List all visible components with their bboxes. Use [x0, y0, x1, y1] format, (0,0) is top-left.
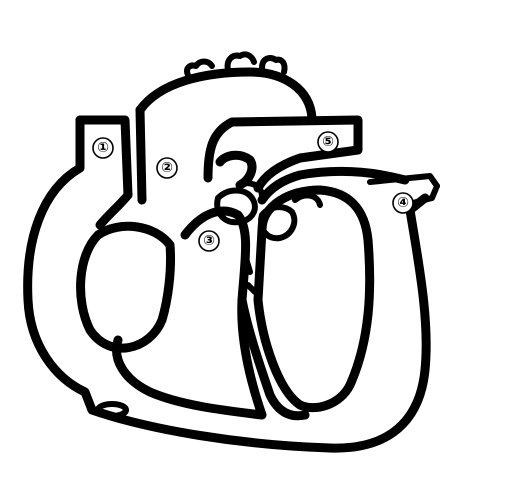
- callout-2-text: ②: [161, 160, 173, 176]
- aortic-valve: [295, 195, 320, 205]
- callout-3-text: ③: [203, 233, 215, 249]
- callout-5: ⑤: [318, 132, 338, 152]
- right-atrium-chamber: [81, 226, 171, 348]
- callout-3: ③: [199, 231, 219, 251]
- callout-5-text: ⑤: [322, 134, 334, 150]
- callout-1: ①: [93, 138, 113, 158]
- right-ventricle: [117, 211, 262, 415]
- left-ventricle-chamber: [258, 190, 370, 408]
- callout-2: ②: [157, 158, 177, 178]
- chordae-2: [248, 285, 255, 292]
- vena-cava-inner-wall: [100, 195, 128, 225]
- callout-1-text: ①: [97, 140, 109, 156]
- aorta-inner-left: [140, 110, 142, 200]
- callout-4: ④: [393, 193, 413, 213]
- callout-4-text: ④: [397, 195, 409, 211]
- aortic-arch: [140, 72, 312, 118]
